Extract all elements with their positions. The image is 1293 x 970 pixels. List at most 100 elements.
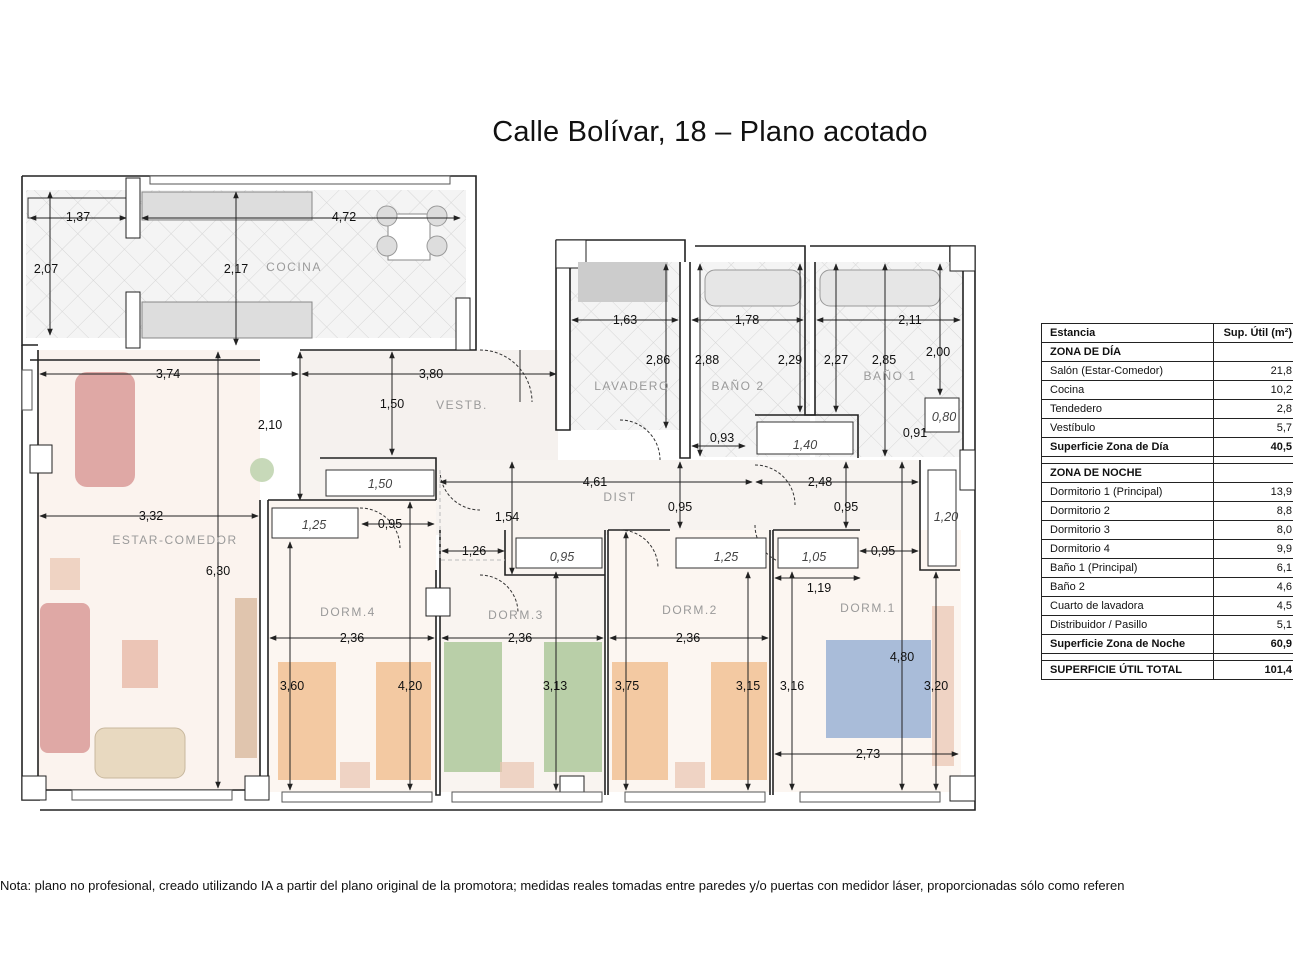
dim-label: 0,91 xyxy=(903,426,927,440)
table-row-value: 21,8 xyxy=(1213,361,1293,381)
bed-dorm4-b xyxy=(376,662,431,780)
table-row-value: 5,7 xyxy=(1213,418,1293,438)
bed-dorm1 xyxy=(826,640,931,738)
dim-label: 3,74 xyxy=(156,367,180,381)
label-cocina: COCINA xyxy=(266,260,322,274)
dim-label: 1,20 xyxy=(934,510,958,524)
label-dorm2: DORM.2 xyxy=(662,603,718,617)
dim-label: 1,26 xyxy=(462,544,486,558)
table-row-value: 4,5 xyxy=(1213,596,1293,616)
table-row-label: Distribuidor / Pasillo xyxy=(1041,615,1214,635)
table-row-label: Baño 2 xyxy=(1041,577,1214,597)
label-dist: DIST xyxy=(603,490,636,504)
table-row-value: 8,8 xyxy=(1213,501,1293,521)
dim-label: 4,80 xyxy=(890,650,914,664)
bed-dorm3-b xyxy=(544,642,602,772)
dim-label: 2,36 xyxy=(340,631,364,645)
dim-label: 4,72 xyxy=(332,210,356,224)
dim-label: 2,27 xyxy=(824,353,848,367)
table-row-label: Salón (Estar-Comedor) xyxy=(1041,361,1214,381)
area-table: Estancia Sup. Útil (m²) ZONA DE DÍA Saló… xyxy=(1041,323,1293,680)
table-row-label: Dormitorio 3 xyxy=(1041,520,1214,540)
dim-label: 3,13 xyxy=(543,679,567,693)
dim-label: 2,17 xyxy=(224,262,248,276)
dim-label: 2,48 xyxy=(808,475,832,489)
table-row-value: 9,9 xyxy=(1213,539,1293,559)
table-row-value: 8,0 xyxy=(1213,520,1293,540)
armchair xyxy=(94,727,186,779)
grand-total-label: SUPERFICIE ÚTIL TOTAL xyxy=(1041,660,1214,680)
sofa xyxy=(40,603,90,753)
table-row-value: 10,2 xyxy=(1213,380,1293,400)
room-labels: COCINA LAVADERO BAÑO 2 BAÑO 1 VESTB. DIS… xyxy=(112,260,916,622)
dim-label: 1,63 xyxy=(613,313,637,327)
dim-label: 1,50 xyxy=(380,397,404,411)
table-row-label: Dormitorio 2 xyxy=(1041,501,1214,521)
dim-label: 0,95 xyxy=(550,550,574,564)
dim-label: 2,36 xyxy=(508,631,532,645)
dim-label: 1,78 xyxy=(735,313,759,327)
dining-table xyxy=(75,372,135,487)
dim-label: 3,32 xyxy=(139,509,163,523)
label-dorm1: DORM.1 xyxy=(840,601,896,615)
table-row-value: 2,8 xyxy=(1213,399,1293,419)
dim-label: 2,86 xyxy=(646,353,670,367)
dim-label: 2,29 xyxy=(778,353,802,367)
grand-total-value: 101,4 xyxy=(1213,660,1293,680)
subtotal-dia-value: 40,5 xyxy=(1213,437,1293,457)
dim-label: 0,95 xyxy=(668,500,692,514)
dim-label: 2,10 xyxy=(258,418,282,432)
dim-label: 2,73 xyxy=(856,747,880,761)
windows xyxy=(21,175,941,803)
bed-dorm2-a xyxy=(612,662,668,780)
dim-label: 0,95 xyxy=(834,500,858,514)
wardrobes xyxy=(271,397,960,569)
dim-label: 1,19 xyxy=(807,581,831,595)
plan-title: Calle Bolívar, 18 – Plano acotado xyxy=(492,116,928,148)
subtotal-dia-label: Superficie Zona de Día xyxy=(1041,437,1214,457)
dim-label: 2,36 xyxy=(676,631,700,645)
section-zona-noche: ZONA DE NOCHE xyxy=(1041,463,1214,483)
label-dorm3: DORM.3 xyxy=(488,608,544,622)
section-zona-dia: ZONA DE DÍA xyxy=(1041,342,1214,362)
dim-label: 0,95 xyxy=(871,544,895,558)
dim-label: 1,25 xyxy=(302,518,326,532)
dim-label: 2,85 xyxy=(872,353,896,367)
dim-label: 0,93 xyxy=(710,431,734,445)
dim-label: 1,40 xyxy=(793,438,817,452)
dim-label: 2,07 xyxy=(34,262,58,276)
table-row-label: Tendedero xyxy=(1041,399,1214,419)
table-row-value: 5,1 xyxy=(1213,615,1293,635)
table-row-label: Baño 1 (Principal) xyxy=(1041,558,1214,578)
dim-label: 3,80 xyxy=(419,367,443,381)
dim-label: 2,00 xyxy=(926,345,950,359)
dim-label: 3,75 xyxy=(615,679,639,693)
dimension-lines xyxy=(29,191,961,791)
dim-label: 4,20 xyxy=(398,679,422,693)
tv-unit xyxy=(235,598,257,758)
dim-label: 1,25 xyxy=(714,550,738,564)
dim-label: 2,88 xyxy=(695,353,719,367)
table-row-label: Dormitorio 4 xyxy=(1041,539,1214,559)
subtotal-noche-label: Superficie Zona de Noche xyxy=(1041,634,1214,654)
dim-label: 1,50 xyxy=(368,477,392,491)
dim-label: 6,30 xyxy=(206,564,230,578)
table-row-label: Cocina xyxy=(1041,380,1214,400)
dim-label: 3,60 xyxy=(280,679,304,693)
dim-label: 0,80 xyxy=(932,410,956,424)
table-row-label: Cuarto de lavadora xyxy=(1041,596,1214,616)
label-dorm4: DORM.4 xyxy=(320,605,376,619)
label-lavadero: LAVADERO xyxy=(594,379,670,393)
col-header-superficie: Sup. Útil (m²) xyxy=(1213,323,1293,343)
dim-label: 3,20 xyxy=(924,679,948,693)
subtotal-noche-value: 60,9 xyxy=(1213,634,1293,654)
table-row-value: 13,9 xyxy=(1213,482,1293,502)
table-row-value: 4,6 xyxy=(1213,577,1293,597)
label-bano1: BAÑO 1 xyxy=(863,369,916,383)
footnote: Nota: plano no profesional, creado utili… xyxy=(0,878,1125,893)
label-vestibulo: VESTB. xyxy=(436,398,488,412)
label-estar: ESTAR-COMEDOR xyxy=(112,533,237,547)
dim-label: 1,37 xyxy=(66,210,90,224)
dim-label: 1,54 xyxy=(495,510,519,524)
